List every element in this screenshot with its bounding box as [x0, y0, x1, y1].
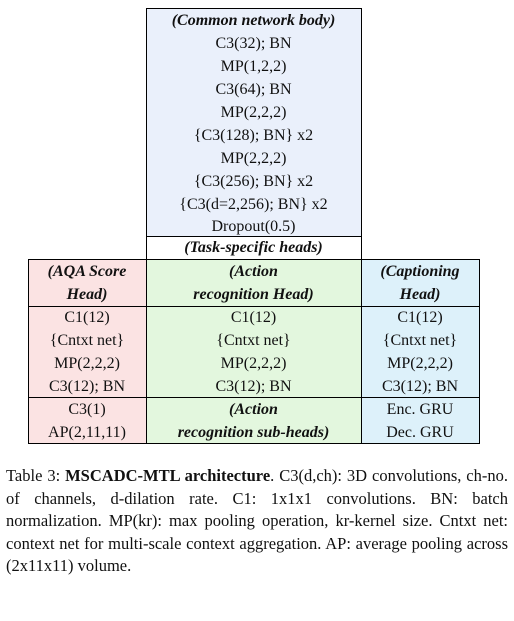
action-layer: C1(12): [230, 309, 277, 326]
table-rule: [361, 259, 362, 444]
layer-row: C3(64); BN: [215, 81, 292, 98]
action-layer: MP(2,2,2): [220, 355, 287, 372]
task-heads: (Task-specific heads): [146, 236, 361, 260]
captioning-layer: Dec. GRU: [386, 424, 454, 441]
table-rule: [28, 397, 480, 398]
captioning-layer: C3(12); BN: [382, 378, 458, 395]
table-rule: [28, 443, 480, 444]
aqa-head: (AQA Score Head) C1(12) {Cntxt net} MP(2…: [28, 260, 146, 443]
table-rule: [28, 259, 29, 444]
aqa-layer: {Cntxt net}: [49, 332, 125, 349]
layer-row: C3(32); BN: [215, 35, 292, 52]
table-caption: Table 3: MSCADC-MTL architecture. C3(d,c…: [6, 465, 508, 578]
aqa-layer: AP(2,11,11): [48, 424, 126, 441]
aqa-title-line2: Head): [66, 286, 108, 303]
common-body-cell: [146, 9, 361, 236]
layer-row: Dropout(0.5): [211, 218, 296, 235]
aqa-title-line1: (AQA Score: [47, 263, 127, 280]
action-title-line2: recognition Head): [193, 286, 314, 303]
common-body-title: (Common network body): [171, 12, 336, 29]
table-rule: [146, 8, 362, 9]
layer-row: {C3(128); BN} x2: [193, 127, 314, 144]
action-head: (Action recognition Head) C1(12) {Cntxt …: [146, 260, 361, 443]
captioning-layer: {Cntxt net}: [382, 332, 458, 349]
table-rule: [28, 259, 480, 260]
task-heads-title: (Task-specific heads): [184, 239, 323, 256]
caption-label: Table 3:: [6, 466, 61, 485]
caption-text: . C3(d,ch): 3D convolutions, ch-no. of c…: [6, 466, 509, 575]
common-body: (Common network body) C3(32); BN MP(1,2,…: [146, 9, 361, 236]
captioning-layer: MP(2,2,2): [387, 355, 453, 372]
captioning-title-line2: Head): [399, 286, 441, 303]
captioning-layer: C1(12): [397, 309, 443, 326]
layer-row: MP(2,2,2): [220, 104, 287, 121]
action-subheads-line2: recognition sub-heads): [177, 424, 330, 441]
layer-row: {C3(d=2,256); BN} x2: [179, 196, 328, 213]
captioning-head: (Captioning Head) C1(12) {Cntxt net} MP(…: [361, 260, 479, 443]
table-rule: [28, 306, 480, 307]
aqa-layer: C3(1): [68, 401, 106, 418]
action-column: [146, 260, 361, 443]
table-rule: [361, 8, 362, 260]
action-layer: {Cntxt net}: [216, 332, 291, 349]
layer-row: MP(2,2,2): [220, 150, 287, 167]
captioning-layer: Enc. GRU: [386, 401, 454, 418]
table-rule: [146, 259, 147, 444]
aqa-layer: MP(2,2,2): [54, 355, 120, 372]
task-heads-cell: [146, 236, 361, 260]
action-layer: C3(12); BN: [215, 378, 292, 395]
captioning-title-line1: (Captioning: [380, 263, 460, 280]
table-rule: [146, 8, 147, 260]
aqa-column: [28, 260, 146, 443]
action-title-line1: (Action: [229, 263, 278, 280]
aqa-layer: C1(12): [64, 309, 110, 326]
table-rule: [146, 236, 362, 237]
layer-row: {C3(256); BN} x2: [193, 173, 314, 190]
captioning-column: [361, 260, 479, 443]
layer-row: MP(1,2,2): [220, 58, 287, 75]
table-rule: [479, 259, 480, 444]
action-subheads-line1: (Action: [229, 401, 278, 418]
aqa-layer: C3(12); BN: [49, 378, 125, 395]
caption-title: MSCADC-MTL architecture: [65, 466, 271, 485]
